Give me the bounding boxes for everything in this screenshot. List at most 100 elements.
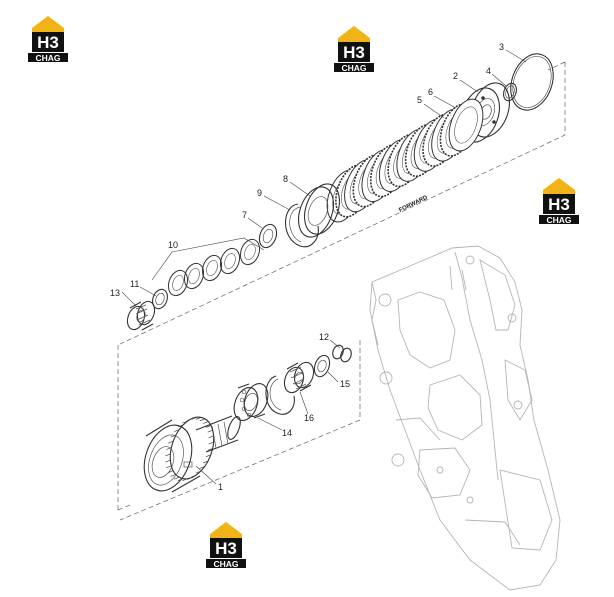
callout-1: 1 xyxy=(218,482,223,492)
logo-band xyxy=(28,53,68,62)
gear-tooth xyxy=(182,478,188,482)
part-15-washer xyxy=(313,354,331,378)
clutch-disc xyxy=(448,98,484,152)
part-13-bearing xyxy=(126,300,156,331)
callout-5: 5 xyxy=(417,95,422,105)
callout-15: 15 xyxy=(340,379,350,389)
callout-6: 6 xyxy=(428,87,433,97)
gear-tooth xyxy=(205,425,212,428)
callout-4: 4 xyxy=(486,66,491,76)
gear-tooth xyxy=(165,459,171,463)
logo-band xyxy=(334,63,374,72)
gear-tooth xyxy=(195,470,201,474)
logo-letters: H3 xyxy=(343,43,365,62)
upper-dashed-frame xyxy=(117,61,566,510)
gear-tooth xyxy=(199,418,205,422)
washer xyxy=(201,254,223,282)
gear-tooth xyxy=(208,441,214,445)
logo-box xyxy=(338,42,370,62)
gear-tooth xyxy=(191,474,197,478)
callout-10: 10 xyxy=(168,240,178,250)
gear-tooth xyxy=(207,448,213,451)
callout-14: 14 xyxy=(282,428,292,438)
gear-tooth xyxy=(199,466,205,469)
callout-11: 11 xyxy=(130,279,139,289)
logo-roof-icon xyxy=(543,178,575,194)
washer xyxy=(167,269,189,297)
washer xyxy=(219,247,241,275)
callout-13: 13 xyxy=(110,288,120,298)
part-8-backing-plate xyxy=(297,183,341,238)
callout-7: 7 xyxy=(242,210,247,220)
logo-word: CHAG xyxy=(341,63,366,73)
gear-tooth xyxy=(178,424,184,428)
gear-teeth xyxy=(165,416,214,482)
callout-12: 12 xyxy=(319,332,329,342)
part-7-washer xyxy=(258,223,278,249)
gear-tooth xyxy=(177,478,184,481)
part-12-o-rings xyxy=(332,344,352,363)
leader-lines xyxy=(121,49,527,485)
gear-tooth xyxy=(195,417,202,420)
forward-label: FORWARD xyxy=(398,195,429,214)
gear-tooth xyxy=(207,429,213,433)
logo-word: CHAG xyxy=(213,559,238,569)
part-1-gear-shaft xyxy=(143,415,241,493)
logo-roof-icon xyxy=(338,26,370,42)
callout-16: 16 xyxy=(304,413,314,423)
logo-roof-icon xyxy=(210,522,242,538)
logo-word: CHAG xyxy=(546,215,571,225)
callout-9: 9 xyxy=(257,188,262,198)
part-11-washer xyxy=(152,288,168,310)
part-10-washer-set xyxy=(167,238,261,297)
part-3-snap-ring xyxy=(510,53,554,111)
parts-5-6-clutch-disc-pack xyxy=(326,98,484,223)
washer xyxy=(183,262,205,290)
callout-8: 8 xyxy=(283,174,288,184)
callout-numbers: 1 2 3 4 5 6 7 8 9 10 11 12 13 14 15 16 xyxy=(110,42,504,492)
logo-box xyxy=(210,538,242,558)
logo-box xyxy=(32,32,64,52)
logo-letters: H3 xyxy=(215,539,237,558)
washer xyxy=(239,238,261,266)
logo-box xyxy=(543,194,575,214)
part-10-bracket xyxy=(151,237,265,281)
transmission-housing xyxy=(369,245,561,591)
gear-tooth xyxy=(174,429,180,432)
part-14-ball-bearing xyxy=(233,383,269,421)
gear-tooth xyxy=(186,477,193,480)
gear-tooth xyxy=(168,440,174,444)
callout-3: 3 xyxy=(499,42,504,52)
lower-dashed-frame xyxy=(117,340,361,521)
logo-letters: H3 xyxy=(548,195,570,214)
gear-tooth xyxy=(167,470,174,473)
part-9-snap-ring xyxy=(285,203,319,248)
gear-tooth xyxy=(166,447,172,450)
callout-2: 2 xyxy=(453,71,458,81)
gear-tooth xyxy=(208,435,214,439)
gear-tooth xyxy=(186,418,193,421)
logo-band xyxy=(539,215,579,224)
snap-ring-16-14 xyxy=(265,375,295,415)
gear-tooth xyxy=(170,434,177,438)
gear-tooth xyxy=(170,474,176,477)
gear-tooth xyxy=(174,476,180,480)
logo-word: CHAG xyxy=(35,53,60,63)
gear-tooth xyxy=(191,416,197,420)
gear-tooth xyxy=(202,460,209,464)
logo-band xyxy=(206,559,246,568)
part-4-o-ring xyxy=(503,82,517,102)
gear-tooth xyxy=(203,421,209,424)
part-16-needle-bearing xyxy=(283,361,315,394)
gear-tooth xyxy=(166,465,172,469)
logo-roof-icon xyxy=(32,16,64,32)
logo-letters: H3 xyxy=(37,33,59,52)
gear-tooth xyxy=(182,420,188,424)
gear-tooth xyxy=(205,454,211,458)
